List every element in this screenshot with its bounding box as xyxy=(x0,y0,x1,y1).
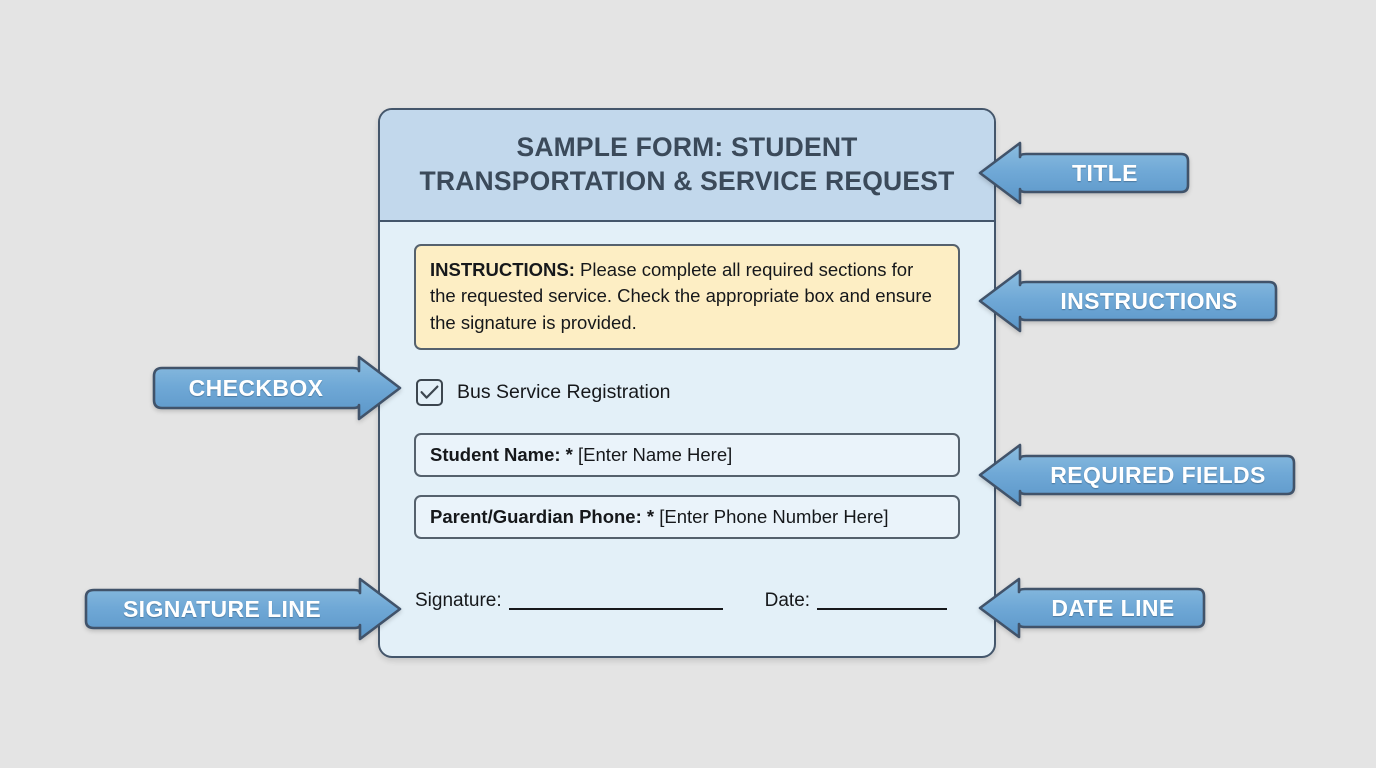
parent-phone-placeholder: [Enter Phone Number Here] xyxy=(654,505,889,527)
callout-signature-line-label: SIGNATURE LINE xyxy=(122,595,322,622)
callout-checkbox: CHECKBOX xyxy=(152,355,402,421)
parent-phone-field-text: Parent/Guardian Phone: * [Enter Phone Nu… xyxy=(430,506,889,528)
student-name-label: Student Name: * xyxy=(430,443,573,465)
arrow-left-icon xyxy=(978,443,1296,507)
arrow-left-icon xyxy=(978,577,1206,639)
callout-date-line: DATE LINE xyxy=(978,577,1206,639)
date-line[interactable] xyxy=(817,591,948,610)
form-header: SAMPLE FORM: STUDENT TRANSPORTATION & SE… xyxy=(380,110,994,222)
parent-phone-field[interactable]: Parent/Guardian Phone: * [Enter Phone Nu… xyxy=(414,494,960,539)
callout-required-fields: REQUIRED FIELDS xyxy=(978,443,1296,507)
page-title: SAMPLE FORM: STUDENT TRANSPORTATION & SE… xyxy=(419,132,955,196)
checkbox-checked-icon[interactable] xyxy=(416,378,443,406)
callout-signature-line: SIGNATURE LINE xyxy=(84,577,402,641)
student-name-placeholder: [Enter Name Here] xyxy=(572,443,733,465)
arrow-left-icon xyxy=(978,269,1278,333)
form-body: INSTRUCTIONS: Please complete all requir… xyxy=(380,222,994,610)
callout-checkbox-label: CHECKBOX xyxy=(188,374,324,401)
callout-title-label: TITLE xyxy=(1072,159,1138,186)
sample-form-card: SAMPLE FORM: STUDENT TRANSPORTATION & SE… xyxy=(378,108,996,658)
student-name-field[interactable]: Student Name: * [Enter Name Here] xyxy=(414,432,960,477)
arrow-right-icon xyxy=(84,577,402,641)
instructions-text: INSTRUCTIONS: Please complete all requir… xyxy=(430,257,944,336)
signature-label: Signature: xyxy=(415,589,502,611)
instructions-box: INSTRUCTIONS: Please complete all requir… xyxy=(414,244,960,350)
date-label: Date: xyxy=(764,589,811,611)
callout-required-fields-label: REQUIRED FIELDS xyxy=(1050,461,1266,488)
callout-date-line-label: DATE LINE xyxy=(1051,594,1175,621)
checkbox-label: Bus Service Registration xyxy=(457,380,671,403)
parent-phone-label: Parent/Guardian Phone: * xyxy=(430,505,655,527)
callout-instructions: INSTRUCTIONS xyxy=(978,269,1278,333)
checkbox-row[interactable]: Bus Service Registration xyxy=(414,378,960,406)
instructions-heading: INSTRUCTIONS: xyxy=(430,259,575,280)
signature-line[interactable] xyxy=(508,591,723,610)
callout-title: TITLE xyxy=(978,141,1190,205)
signature-date-row: Signature: Date: xyxy=(414,591,960,610)
arrow-right-icon xyxy=(152,355,402,421)
student-name-field-text: Student Name: * [Enter Name Here] xyxy=(430,444,732,466)
arrow-left-icon xyxy=(978,141,1190,205)
callout-instructions-label: INSTRUCTIONS xyxy=(1060,287,1238,314)
instructions-body: Please complete all required sections fo… xyxy=(430,259,932,333)
